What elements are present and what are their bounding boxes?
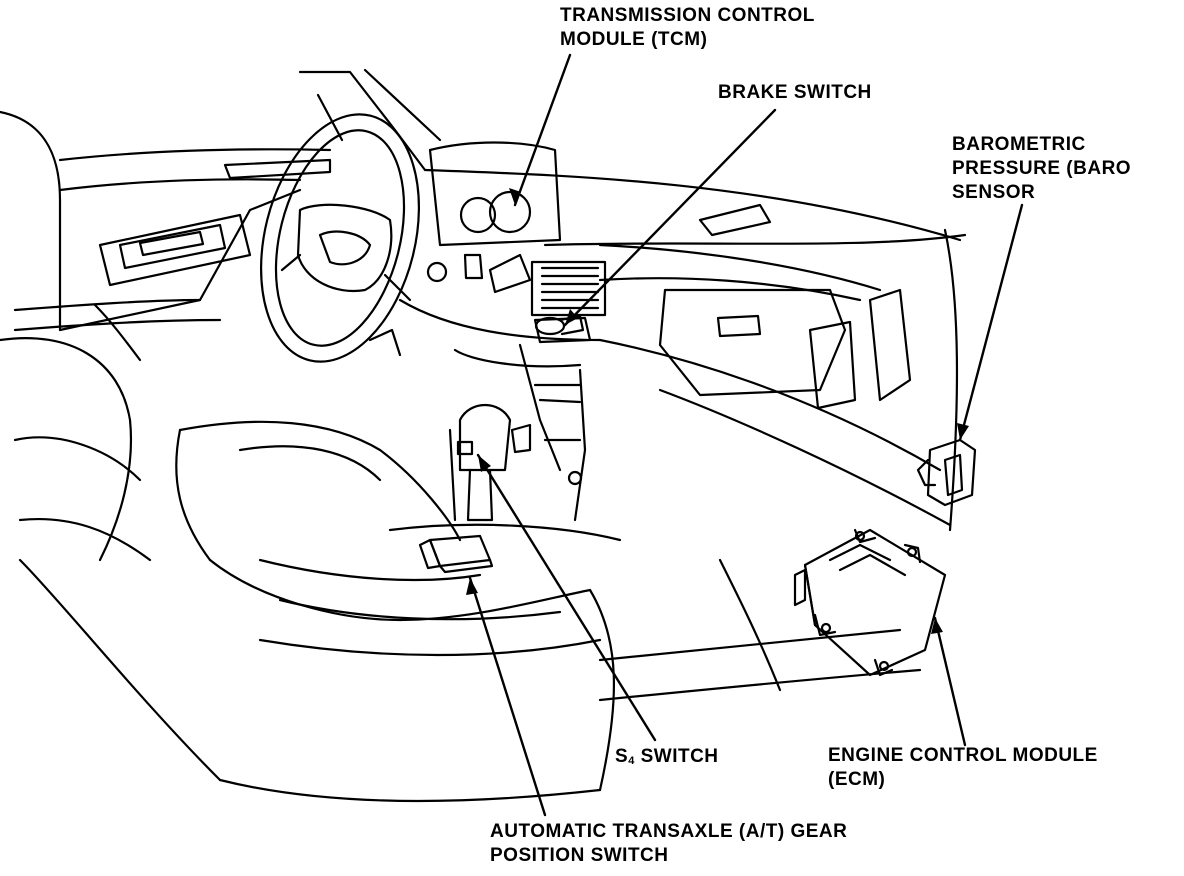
label-brake-switch: BRAKE SWITCH [718,81,872,105]
shift-lever [456,404,532,522]
label-at-gear-line-2: POSITION SWITCH [490,845,669,866]
instrument-cluster [426,141,562,294]
label-tcm: TRANSMISSION CONTROL MODULE (TCM) [560,4,815,52]
label-tcm-line-1: TRANSMISSION CONTROL [560,5,815,26]
gear-position-switch [418,534,494,574]
steering-wheel [260,113,420,363]
label-ecm: ENGINE CONTROL MODULE (ECM) [828,744,1098,792]
driver-seat-cushion [18,420,616,802]
leader-lines [468,53,1024,817]
dashboard [398,168,967,532]
center-air-vents [530,260,607,344]
label-baro-line-3: SENSOR [952,182,1036,203]
leader-arrowheads [466,188,969,634]
label-s4-subscript: 4 [628,755,635,767]
label-baro-line-2: PRESSURE (BARO [952,158,1132,179]
door-panel [13,148,332,362]
windshield-frame [298,68,442,172]
label-baro-line-1: BAROMETRIC [952,134,1086,155]
label-baro-sensor: BAROMETRIC PRESSURE (BARO SENSOR [952,133,1131,205]
center-console [388,343,622,542]
label-at-gear-position-switch: AUTOMATIC TRANSAXLE (A/T) GEAR POSITION … [490,820,847,868]
label-at-gear-line-1: AUTOMATIC TRANSAXLE (A/T) GEAR [490,821,848,842]
label-s4-line: S4 SWITCH [615,745,719,773]
label-s4-switch: S4 SWITCH [615,745,719,773]
label-tcm-line-2: MODULE (TCM) [560,29,708,50]
label-ecm-line-2: (ECM) [828,769,886,790]
baro-sensor [916,438,977,507]
ecm-unit [793,528,947,677]
label-ecm-line-1: ENGINE CONTROL MODULE [828,745,1098,766]
label-brake-switch-line-1: BRAKE SWITCH [718,82,872,103]
floor [598,558,922,702]
label-s4-rest: SWITCH [634,746,719,767]
label-s4-prefix: S [615,746,629,767]
driver-seat-back [0,110,152,562]
